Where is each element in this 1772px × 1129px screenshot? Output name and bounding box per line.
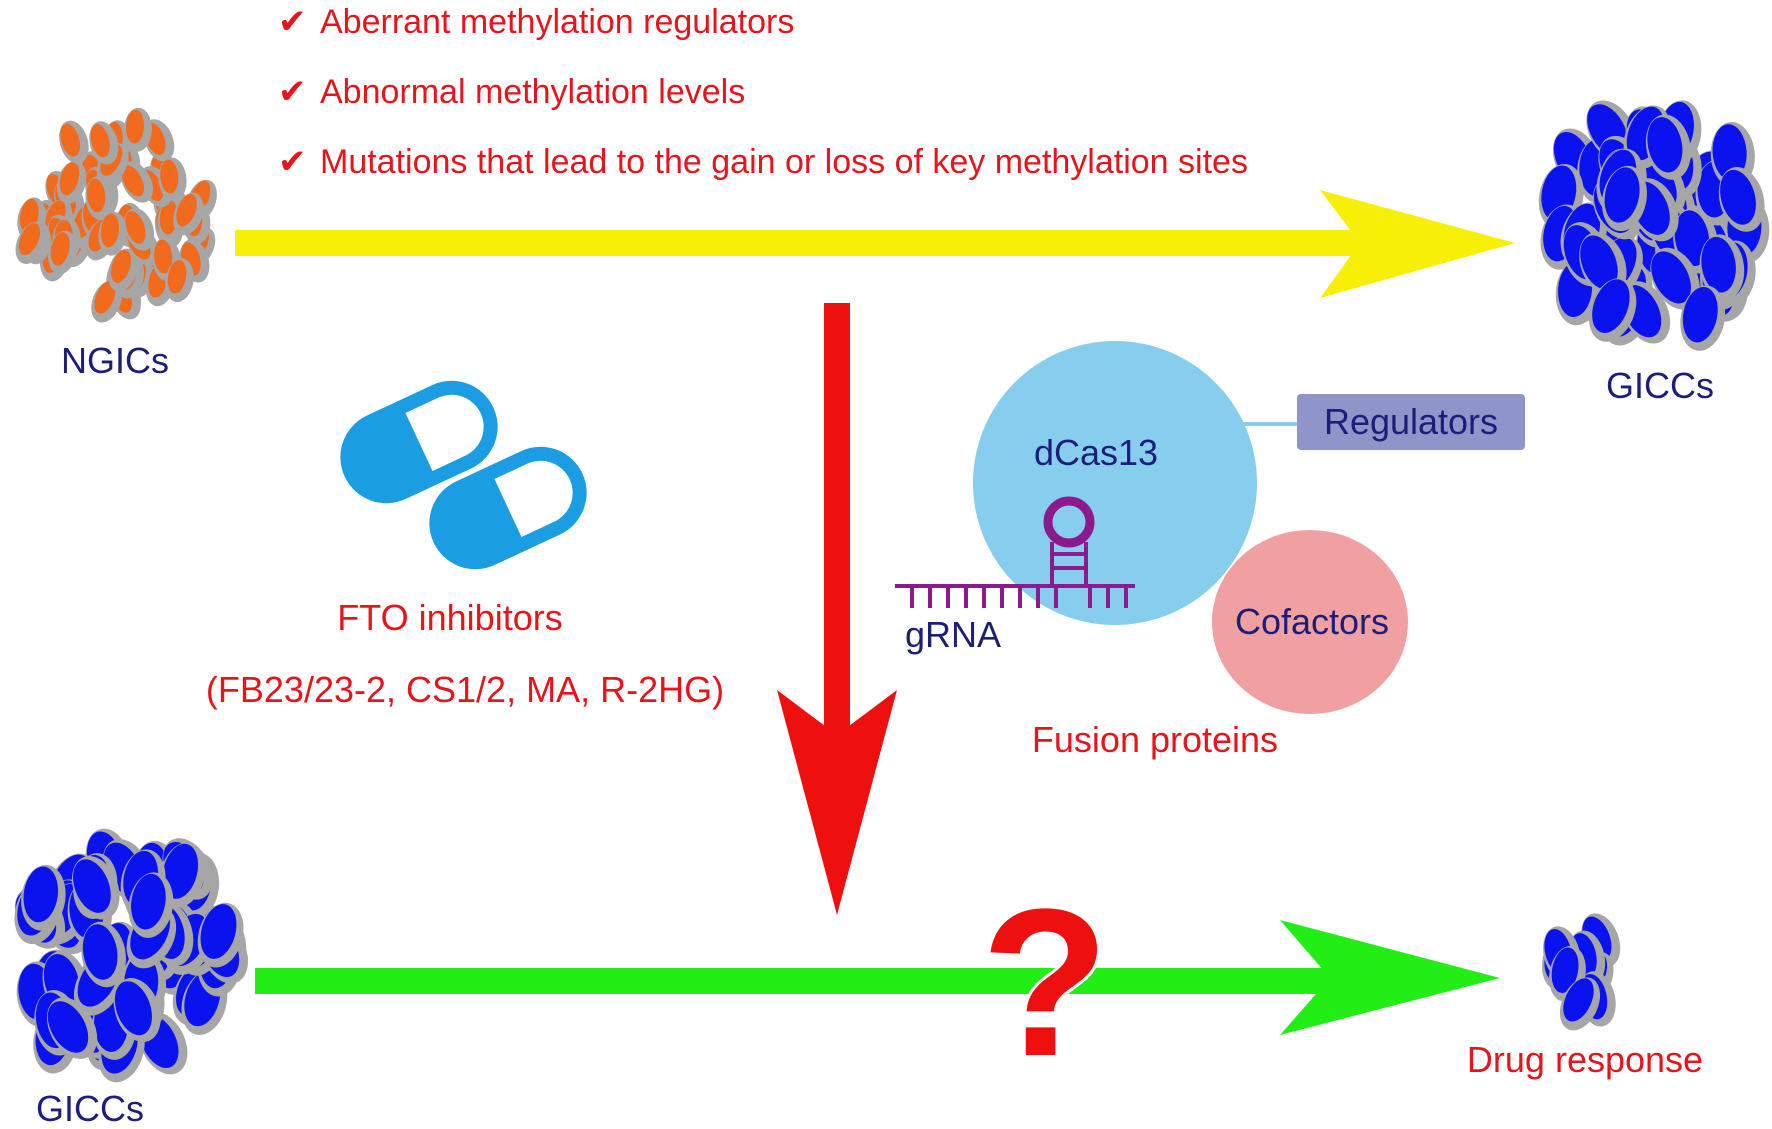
cell — [48, 230, 77, 275]
cell — [72, 856, 120, 920]
checkmark-icon: ✔ — [278, 2, 307, 42]
cell — [108, 248, 138, 292]
cell — [1645, 114, 1691, 180]
checklist-item-2: Abnormal methylation levels — [320, 73, 745, 111]
checkmark-icon: ✔ — [278, 72, 307, 112]
cell — [159, 842, 206, 908]
regulators-box — [1297, 394, 1525, 450]
cell — [113, 978, 161, 1043]
gicc-cell-cluster-top — [1538, 100, 1770, 351]
dcas13-protein — [973, 341, 1257, 625]
ngic-cell-cluster — [15, 107, 217, 323]
cell — [1588, 278, 1637, 342]
cell — [124, 207, 155, 251]
green-arrow — [255, 920, 1500, 1035]
cell — [21, 864, 66, 931]
giccs-label-top: GICCs — [1606, 365, 1714, 406]
cell — [197, 902, 244, 968]
checklist: ✔ Aberrant methylation regulators ✔ Abno… — [278, 2, 1248, 182]
cofactors-ellipse — [1212, 530, 1408, 714]
giccs-label-bottom: GICCs — [36, 1088, 144, 1129]
fusion-protein-diagram: dCas13 Regulators Cofactors gRNA — [895, 341, 1525, 714]
cell — [1601, 165, 1647, 232]
cell — [59, 120, 89, 164]
cell — [1559, 977, 1601, 1031]
drug-response-cell-cluster — [1541, 913, 1621, 1031]
cell — [128, 872, 174, 938]
cofactors-label: Cofactors — [1235, 601, 1389, 642]
gicc-cell-cluster-bottom — [14, 828, 249, 1083]
cell — [56, 160, 87, 204]
grna-label: gRNA — [905, 614, 1001, 655]
cell — [85, 176, 114, 221]
dcas13-label: dCas13 — [1034, 432, 1158, 473]
cell — [1579, 232, 1627, 296]
cell — [91, 280, 122, 323]
fto-inhibitor-examples: (FB23/23-2, CS1/2, MA, R-2HG) — [206, 669, 724, 710]
cell — [1650, 247, 1700, 310]
cell — [120, 161, 154, 203]
cell — [1680, 285, 1726, 351]
checkmark-icon: ✔ — [278, 142, 307, 182]
fusion-proteins-label: Fusion proteins — [1032, 719, 1278, 760]
grna-strand — [895, 542, 1135, 608]
cell — [158, 157, 187, 202]
red-down-arrow — [777, 303, 897, 915]
cell — [1699, 234, 1745, 301]
checklist-item-3: Mutations that lead to the gain or loss … — [320, 143, 1248, 181]
checklist-item-1: Aberrant methylation regulators — [320, 3, 794, 41]
cell — [81, 921, 126, 988]
yellow-arrow — [235, 190, 1515, 298]
cell — [165, 258, 194, 303]
grna-hairpin-loop — [1043, 496, 1095, 548]
cell — [46, 997, 98, 1059]
cell — [1718, 167, 1765, 232]
question-mark-icon: ? — [981, 865, 1109, 1100]
cell — [89, 121, 119, 165]
drug-response-label: Drug response — [1467, 1039, 1703, 1080]
cell — [98, 211, 127, 256]
ngics-label: NGICs — [61, 340, 169, 381]
regulators-label: Regulators — [1324, 401, 1498, 442]
cell — [15, 222, 47, 264]
cell — [173, 192, 204, 236]
cell — [123, 107, 152, 152]
capsule-icon — [340, 380, 498, 504]
capsule-icon — [429, 446, 587, 570]
fto-inhibitors-label: FTO inhibitors — [337, 597, 562, 638]
